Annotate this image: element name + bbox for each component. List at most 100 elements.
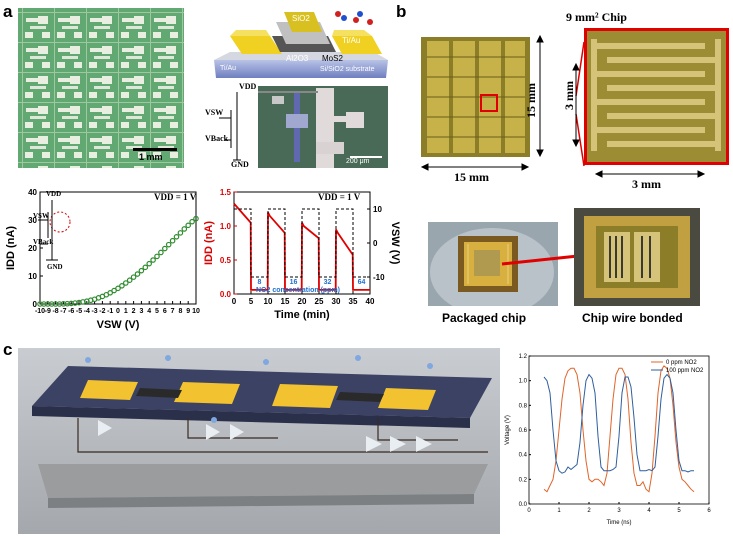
device-array-image — [18, 8, 184, 168]
chart1-point — [134, 271, 141, 277]
chart3-series-line — [543, 365, 695, 493]
chart1-xtick-label: 8 — [178, 308, 182, 315]
chart3-ytick-label: 0.2 — [519, 477, 528, 483]
chart1-ytick-label: 0 — [33, 300, 38, 309]
chart2-ylabel: IDD (nA) — [203, 221, 215, 265]
chart2-y2label: VSW (V) — [389, 222, 400, 265]
chart1-point — [165, 241, 172, 248]
chart2-xlabel: Time (min) — [274, 309, 330, 321]
device-schematic-drawing — [214, 11, 388, 78]
chart1-xtick-label: 3 — [139, 308, 143, 315]
circuit-vback: VBack — [205, 134, 229, 143]
chart2-vsw-line — [234, 208, 370, 278]
chart3-legend-label: 0 ppm NO2 — [666, 360, 697, 366]
chart3-ytick-label: 0.4 — [519, 453, 528, 459]
chart3-ytick-label: 0.6 — [519, 428, 528, 434]
circuit-diagram: VDD VSW VBack GND — [205, 82, 257, 169]
chart2-concentration-label: 8 — [258, 279, 262, 286]
chart1-ylabel: IDD (nA) — [5, 226, 17, 270]
chart1-point — [142, 264, 149, 271]
chip-title: 9 mm² Chip — [566, 10, 627, 24]
chart1-point — [173, 233, 180, 240]
chart1-inset-vback: VBack — [33, 238, 54, 246]
caption-wire-bonded: Chip wire bonded — [582, 311, 683, 325]
scalebar-micrograph-label: 200 μm — [346, 158, 370, 165]
chart1-xtick-label: 10 — [192, 308, 200, 315]
chart1-point — [162, 245, 168, 252]
chart3-ytick-label: 1.2 — [519, 354, 528, 360]
chart1-xtick-label: -2 — [99, 308, 105, 315]
chart2-ytick-label: 1.5 — [220, 188, 232, 197]
chart1-point — [111, 287, 117, 294]
chart1-point — [154, 253, 160, 260]
circuit-diagram-drawing — [219, 92, 241, 161]
chart2-xtick-label: 0 — [232, 297, 237, 306]
device-array-photo: 1 mm — [18, 8, 184, 168]
chart3-xtick-label: 2 — [587, 508, 591, 514]
chart1-xtick-label: -3 — [91, 308, 97, 315]
dim-3-side: 3 mm — [562, 81, 576, 110]
zoom-lines — [575, 41, 585, 167]
chart1-point — [107, 290, 114, 296]
chart1-xtick-label: 9 — [186, 308, 190, 315]
chart2-concentration-label: 16 — [290, 279, 298, 286]
chart2-y2tick-label: -10 — [373, 273, 385, 282]
chart1-xtick-label: 6 — [163, 308, 167, 315]
chart3-xtick-label: 0 — [527, 508, 531, 514]
dim-15-bottom: 15 mm — [454, 170, 489, 184]
chart2-legend-label: NO2 concentration (ppm) — [256, 287, 341, 294]
chart2-xtick-label: 25 — [315, 297, 324, 306]
chart3-xlabel: Time (ns) — [606, 520, 631, 526]
chart1-ytick-label: 40 — [28, 188, 37, 197]
chart2-concentration-label: 64 — [358, 279, 366, 286]
chart1-inset-vdd: VDD — [46, 190, 62, 198]
chart3-xtick-label: 5 — [677, 508, 681, 514]
chart1-frame — [39, 191, 197, 305]
label-tiau-top: Ti/Au — [342, 36, 361, 45]
chart1-xtick-label: 5 — [155, 308, 159, 315]
chart1-point — [181, 226, 188, 232]
dimension-arrows — [420, 34, 706, 178]
chart3-ytick-label: 1.0 — [519, 379, 528, 385]
chart3-xtick-label: 4 — [647, 508, 651, 514]
panel-letter-c: c — [3, 340, 13, 359]
chart1-point — [123, 280, 129, 286]
chart3-ylabel: Voltage (V) — [505, 415, 511, 445]
chart3-series-line — [543, 373, 694, 474]
panel-letter-b: b — [396, 2, 407, 21]
wire-bonded-photo — [574, 208, 700, 306]
chart3-ytick-label: 0.8 — [519, 403, 528, 409]
label-substrate: Si/SiO2 substrate — [320, 66, 375, 73]
panel-letter-a: a — [3, 2, 13, 21]
chart1-point — [185, 222, 192, 229]
label-tiau-left: Ti/Au — [220, 65, 237, 72]
chip-full-photo — [421, 37, 530, 157]
chart1-xtick-label: -4 — [84, 308, 90, 315]
chart1-xtick-label: -9 — [45, 308, 51, 315]
chart1-xtick-label: -7 — [60, 308, 66, 315]
chart1-xtick-label: -1 — [107, 308, 113, 315]
chart2-xtick-label: 35 — [349, 297, 358, 306]
device-schematic: SiO2 Ti/Au Al2O3 MoS2 Ti/Au Si/SiO2 subs… — [210, 8, 392, 80]
chart1-point — [158, 249, 164, 256]
chart1-point — [146, 260, 153, 267]
chart1-xlabel: VSW (V) — [97, 319, 140, 331]
chart2-xtick-label: 40 — [366, 297, 375, 306]
chart1-xtick-label: 7 — [171, 308, 175, 315]
chart2-xtick-label: 30 — [332, 297, 341, 306]
chart1-xtick-label: 1 — [124, 308, 128, 315]
chart1-point — [193, 215, 199, 222]
chart1-inset-vsw: VSW — [33, 212, 49, 220]
chart1-ytick-label: 20 — [28, 244, 37, 253]
chart2-note: VDD = 1 V — [318, 192, 361, 202]
chart1-inset-highlight — [49, 211, 71, 233]
scalebar-micrograph — [350, 156, 382, 158]
chart1-point — [115, 285, 121, 292]
chart3-ytick-label: 0.0 — [519, 502, 528, 508]
chart1-xtick-label: -10 — [35, 308, 45, 315]
